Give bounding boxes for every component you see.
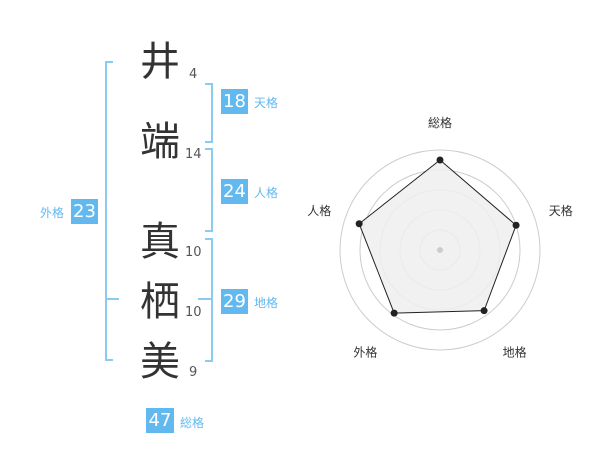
radar-center-dot (437, 247, 443, 253)
chikaku-value: 29 (221, 289, 248, 314)
jinkaku-label: 人格 (254, 186, 279, 200)
radar-point-3 (480, 307, 488, 315)
radar-point-5 (355, 220, 363, 228)
name-char-3-strokes: 10 (185, 245, 202, 260)
jinkaku-bracket (205, 148, 213, 232)
radar-axis-label-4: 外格 (353, 345, 377, 360)
name-char-3: 真 (140, 219, 180, 265)
radar-polygon (358, 159, 517, 314)
radar-axis-label-3: 地格 (503, 345, 527, 360)
name-char-5: 美 (140, 339, 180, 385)
radar-ring (339, 149, 541, 351)
tenkaku-label: 天格 (254, 96, 279, 110)
chikaku-label: 地格 (254, 296, 279, 310)
radar-point-1 (436, 156, 444, 164)
tenkaku-value: 18 (221, 89, 248, 114)
tenkaku-bracket (205, 83, 213, 143)
gaikaku-value: 23 (71, 199, 98, 224)
gaikaku-bracket-tick (105, 298, 119, 300)
radar-axis-label-2: 天格 (549, 203, 573, 218)
name-char-5-strokes: 9 (189, 365, 198, 380)
name-char-1: 井 (140, 39, 180, 85)
soukaku-label: 総格 (180, 416, 205, 430)
jinkaku-value: 24 (221, 179, 248, 204)
chikaku-bracket-tick (198, 298, 211, 300)
name-char-4-strokes: 10 (185, 305, 202, 320)
gaikaku-label: 外格 (40, 206, 65, 220)
name-char-4: 栖 (140, 279, 180, 325)
name-char-1-strokes: 4 (189, 67, 198, 82)
radar-point-2 (512, 221, 520, 229)
radar-axis-label-5: 人格 (307, 203, 331, 218)
gaikaku-bracket (105, 61, 113, 361)
soukaku-value: 47 (146, 408, 174, 433)
name-char-2-strokes: 14 (185, 147, 202, 162)
chikaku-bracket (205, 238, 213, 362)
name-char-2: 端 (140, 119, 180, 165)
radar-axis-label-1: 総格 (428, 115, 452, 130)
radar-point-4 (390, 309, 398, 317)
